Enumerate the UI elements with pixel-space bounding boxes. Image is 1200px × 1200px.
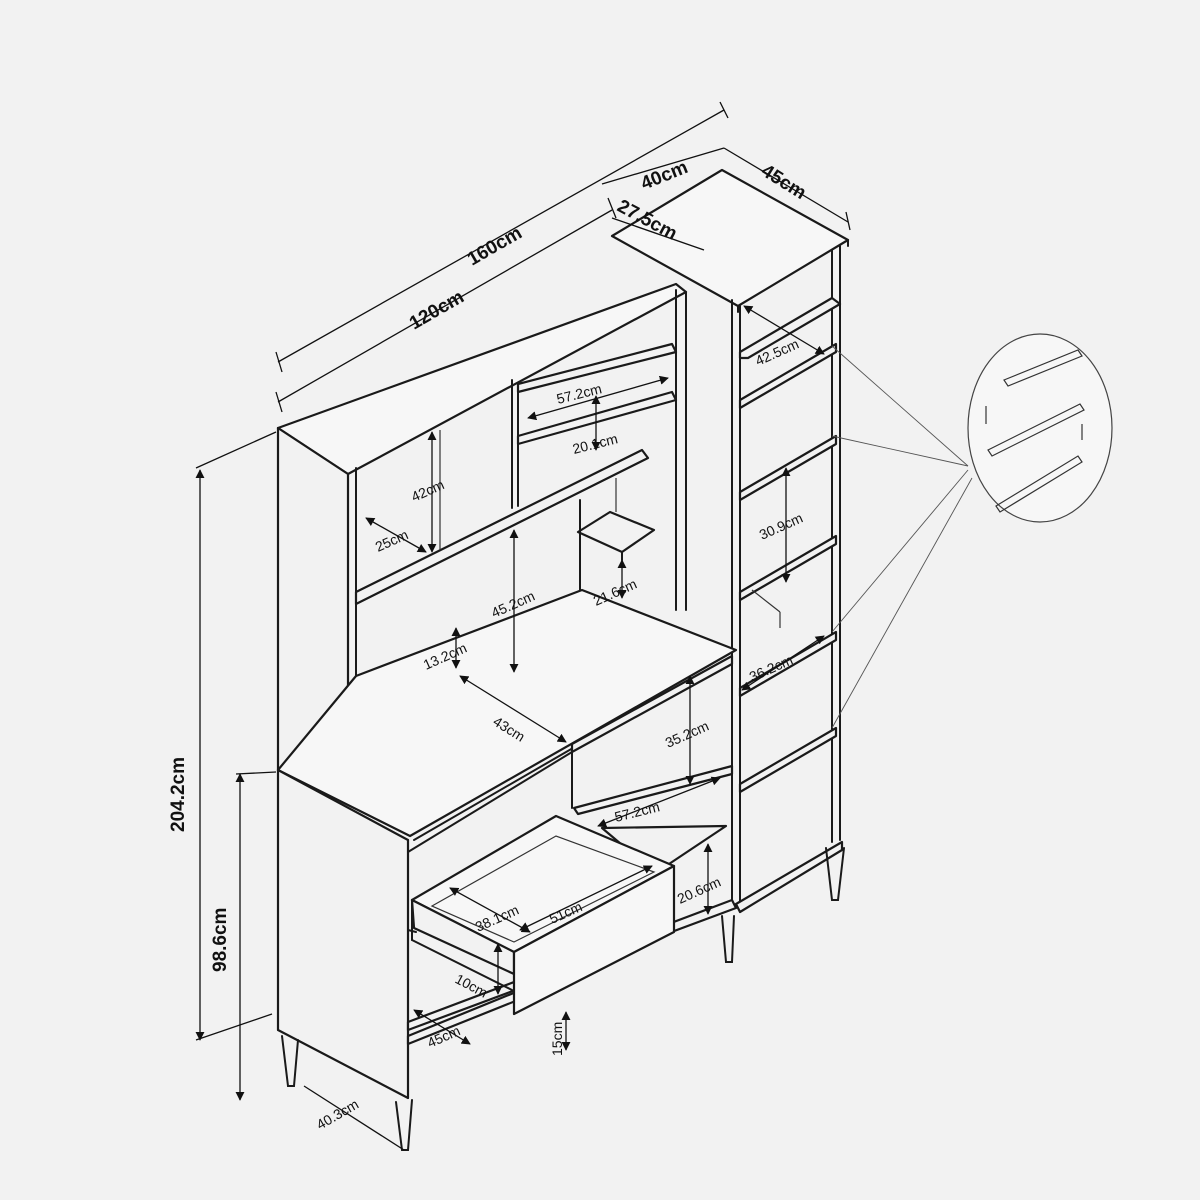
label-left-cubby-depth: 25cm [373, 526, 411, 555]
detail-ellipse [967, 333, 1113, 523]
label-side-shelf-depth: 36.2cm [747, 651, 795, 684]
label-drawer-height: 10cm [453, 971, 491, 1001]
side-shelf-3 [738, 434, 838, 502]
dimension-lines [195, 101, 851, 1151]
label-upper-cubby-height: 20.1cm [571, 430, 619, 457]
side-leg-left [721, 915, 735, 963]
label-hutch-width: 120cm [406, 287, 468, 335]
base-leg-back [281, 1035, 299, 1087]
base-left-side [276, 768, 410, 1100]
label-side-depth-top: 40cm [638, 157, 691, 195]
label-left-cubby-height: 42cm [409, 476, 447, 505]
side-shelf-4 [738, 534, 838, 602]
side-leg-right [825, 847, 845, 901]
label-total-height: 204.2cm [168, 757, 189, 832]
side-shelf-6 [738, 726, 838, 794]
label-lower-cubby-height: 20.6cm [675, 873, 723, 906]
label-base-depth: 40.3cm [314, 1096, 362, 1133]
base-leg-front [395, 1099, 413, 1151]
side-base [734, 840, 844, 914]
label-total-width: 160cm [464, 223, 526, 271]
label-lower-shelf-height: 35.2cm [663, 717, 711, 750]
small-shelf [576, 510, 656, 554]
label-base-height: 98.6cm [210, 908, 231, 972]
side-shelf-2 [738, 342, 838, 410]
hutch-long-shelf [354, 448, 650, 606]
label-leg-height: 15cm [549, 1022, 565, 1056]
label-side-shelf-gap: 30.9cm [757, 509, 805, 542]
hardware-detail-callout [831, 333, 1113, 729]
hutch-top [276, 282, 688, 476]
